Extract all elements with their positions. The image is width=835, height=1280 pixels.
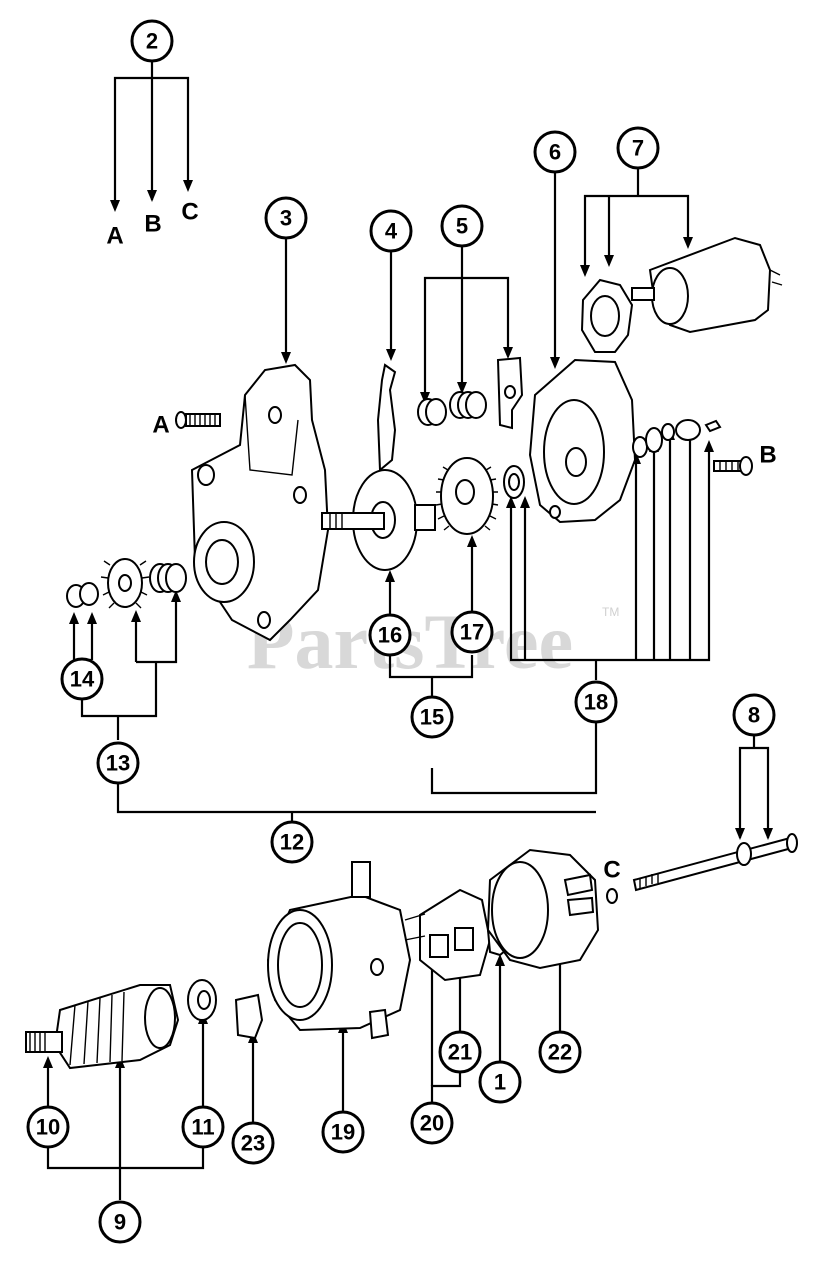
svg-text:6: 6 bbox=[549, 140, 561, 165]
callout-1[interactable]: 1 bbox=[478, 1060, 522, 1104]
svg-text:17: 17 bbox=[460, 620, 484, 645]
letter-a-side: A bbox=[152, 412, 169, 439]
svg-text:1: 1 bbox=[494, 1070, 506, 1095]
end-cover bbox=[486, 848, 600, 970]
callout-5[interactable]: 5 bbox=[440, 204, 484, 248]
callout-20[interactable]: 20 bbox=[410, 1101, 454, 1145]
svg-text:19: 19 bbox=[331, 1120, 355, 1145]
seal-23 bbox=[234, 993, 264, 1040]
screw-b bbox=[713, 456, 753, 476]
letter-c-side: C bbox=[603, 857, 620, 884]
through-bolt bbox=[632, 833, 798, 892]
letter-b-top: B bbox=[144, 211, 161, 238]
svg-text:2: 2 bbox=[146, 29, 158, 54]
svg-text:23: 23 bbox=[241, 1131, 265, 1156]
svg-text:22: 22 bbox=[548, 1040, 572, 1065]
nut-c bbox=[606, 888, 618, 904]
callout-2[interactable]: 2 bbox=[130, 19, 174, 63]
svg-text:7: 7 bbox=[632, 136, 644, 161]
callout-11[interactable]: 11 bbox=[181, 1105, 225, 1149]
yoke-housing bbox=[266, 861, 412, 1040]
callout-14[interactable]: 14 bbox=[60, 657, 104, 701]
svg-text:13: 13 bbox=[106, 751, 130, 776]
callout-15[interactable]: 15 bbox=[410, 695, 454, 739]
pinion-assembly bbox=[66, 558, 187, 609]
svg-text:20: 20 bbox=[420, 1111, 444, 1136]
callout-21[interactable]: 21 bbox=[438, 1030, 482, 1074]
armature bbox=[25, 984, 180, 1070]
svg-text:18: 18 bbox=[584, 690, 608, 715]
callout-23[interactable]: 23 bbox=[231, 1121, 275, 1165]
svg-text:8: 8 bbox=[748, 703, 760, 728]
svg-text:12: 12 bbox=[280, 830, 304, 855]
end-frame bbox=[503, 358, 637, 524]
brush-holder bbox=[404, 888, 492, 982]
svg-text:14: 14 bbox=[70, 667, 95, 692]
screw-a bbox=[175, 411, 221, 429]
callout-22[interactable]: 22 bbox=[538, 1030, 582, 1074]
svg-text:3: 3 bbox=[280, 206, 292, 231]
small-washers bbox=[632, 419, 722, 458]
callout-12[interactable]: 12 bbox=[270, 820, 314, 864]
bearing bbox=[187, 979, 217, 1021]
callout-6[interactable]: 6 bbox=[533, 130, 577, 174]
watermark-tm: TM bbox=[602, 605, 619, 619]
shaft-lever bbox=[321, 363, 436, 571]
svg-text:10: 10 bbox=[36, 1115, 60, 1140]
letter-c-top: C bbox=[181, 199, 198, 226]
callout-3[interactable]: 3 bbox=[264, 196, 308, 240]
callout-19[interactable]: 19 bbox=[321, 1110, 365, 1154]
letter-a-top: A bbox=[106, 223, 123, 250]
callout-10[interactable]: 10 bbox=[26, 1105, 70, 1149]
svg-text:4: 4 bbox=[385, 219, 398, 244]
callout-9[interactable]: 9 bbox=[98, 1200, 142, 1244]
callout-8[interactable]: 8 bbox=[732, 693, 776, 737]
gear-housing bbox=[190, 363, 330, 642]
solenoid bbox=[580, 236, 783, 353]
svg-text:11: 11 bbox=[191, 1115, 214, 1140]
planet-gear bbox=[435, 457, 499, 535]
svg-text:9: 9 bbox=[114, 1210, 126, 1235]
springs bbox=[417, 356, 524, 430]
callout-18[interactable]: 18 bbox=[574, 680, 618, 724]
svg-text:21: 21 bbox=[448, 1040, 472, 1065]
callout-4[interactable]: 4 bbox=[369, 209, 413, 253]
svg-text:16: 16 bbox=[378, 623, 402, 648]
letter-b-side: B bbox=[759, 442, 776, 469]
callout-7[interactable]: 7 bbox=[616, 126, 660, 170]
callout-17[interactable]: 17 bbox=[450, 610, 494, 654]
leader-lines bbox=[43, 60, 773, 1200]
callout-16[interactable]: 16 bbox=[368, 613, 412, 657]
svg-text:5: 5 bbox=[456, 214, 468, 239]
callout-13[interactable]: 13 bbox=[96, 741, 140, 785]
svg-text:15: 15 bbox=[420, 705, 444, 730]
